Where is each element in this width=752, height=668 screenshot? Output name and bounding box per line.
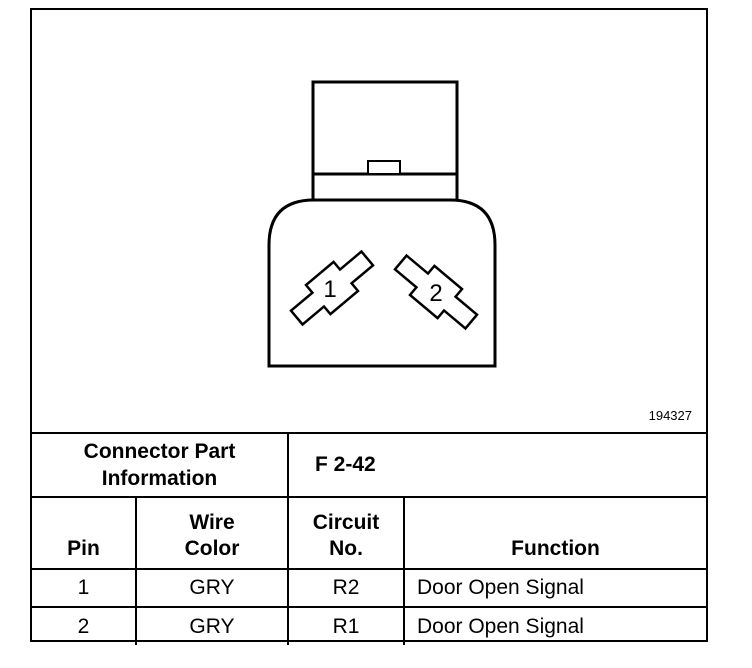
part-info-row: Connector Part Information F 2-42 — [32, 432, 707, 498]
table-row: 1 GRY R2 Door Open Signal — [32, 568, 707, 608]
header-circuit-line1: Circuit — [312, 511, 380, 534]
connector-body — [267, 198, 497, 368]
header-wire-color: Wire Color — [135, 496, 289, 570]
part-info-label: Connector Part Information — [32, 432, 289, 498]
pin-1-terminal — [289, 249, 375, 327]
header-row: Pin Wire Color Circuit No. Function — [32, 496, 707, 570]
header-pin: Pin — [32, 496, 137, 570]
header-function: Function — [402, 496, 707, 570]
header-wire-color-line1: Wire — [189, 511, 235, 534]
pin-2-label: 2 — [429, 280, 442, 307]
connector-diagram-frame: 1 2 194327 Connector Part Information F … — [30, 8, 708, 645]
header-circuit: Circuit No. — [287, 496, 405, 570]
figure-id: 194327 — [648, 408, 692, 423]
row-2-pin: 2 — [32, 606, 137, 645]
connector-info-table: Connector Part Information F 2-42 Pin Wi… — [32, 432, 707, 645]
header-wire-color-line2: Color — [184, 537, 240, 560]
part-info-label-text: Connector Part Information — [83, 440, 236, 490]
row-1-function: Door Open Signal — [402, 568, 707, 608]
part-info-value: F 2-42 — [286, 432, 707, 498]
row-1-wire-color: GRY — [135, 568, 289, 608]
table-row: 2 GRY R1 Door Open Signal — [32, 606, 707, 645]
row-1-pin: 1 — [32, 568, 137, 608]
row-2-circuit: R1 — [287, 606, 405, 645]
connector-latch-housing — [311, 80, 459, 206]
row-2-function: Door Open Signal — [402, 606, 707, 645]
pin-1-label: 1 — [323, 276, 336, 303]
connector-latch-tab — [367, 160, 401, 175]
connector-drawing: 1 2 — [267, 80, 497, 368]
row-1-circuit: R2 — [287, 568, 405, 608]
row-2-wire-color: GRY — [135, 606, 289, 645]
pin-2-terminal — [393, 253, 479, 331]
header-circuit-line2: No. — [329, 537, 363, 560]
